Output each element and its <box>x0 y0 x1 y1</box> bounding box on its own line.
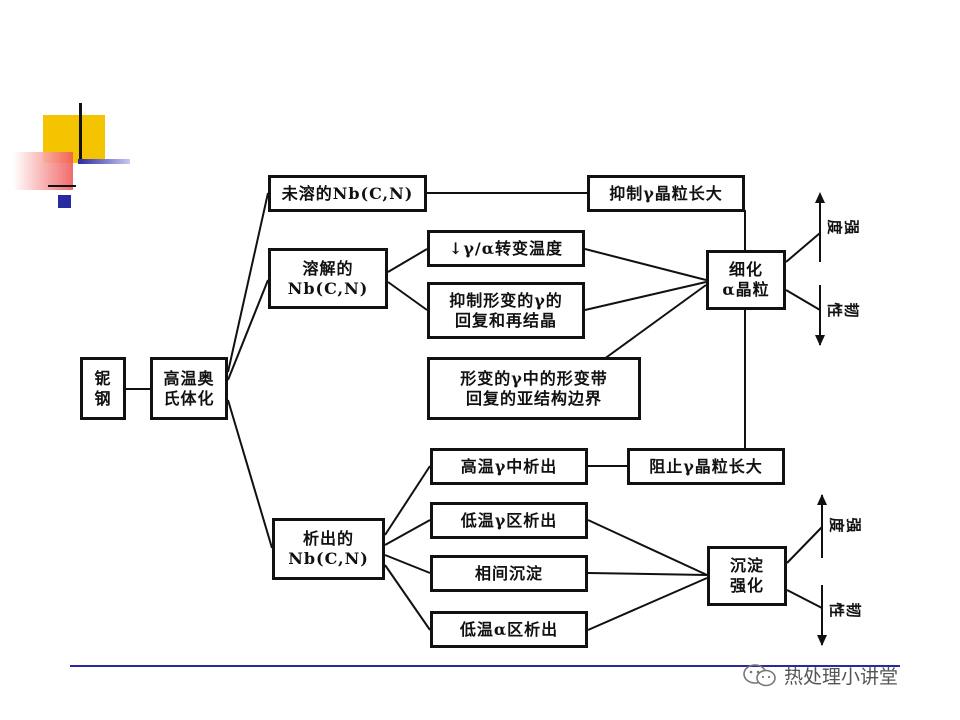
node-precip-strengthening: 沉淀 强化 <box>707 546 787 606</box>
edge-austenitize-dissolved <box>227 279 269 381</box>
node-dissolved: 溶解的 Nb(C,N) <box>268 248 388 309</box>
deco-vertical-line <box>79 103 82 161</box>
label-strength-top: 强度 <box>825 217 860 236</box>
edge-low-temp-strengthen <box>587 519 708 576</box>
arrow-toughness-bottom <box>817 635 827 646</box>
arrow-strength-bottom <box>817 494 827 505</box>
edge-precip-low-alpha <box>384 564 431 631</box>
node-interphase-precip: 相间沉淀 <box>430 555 588 592</box>
node-low-alpha-precip: 低温α区析出 <box>430 611 588 648</box>
edge-refine-strength-top <box>785 232 821 263</box>
edge-austenitize-undissolved <box>227 192 269 373</box>
arrow-toughness-top <box>815 335 825 346</box>
node-inhibit-recovery: 抑制形变的γ的 回复和再结晶 <box>427 282 585 339</box>
edge-interphase-strengthen <box>587 572 708 576</box>
edge-dissolved-inhibit-recovery <box>387 281 428 311</box>
edge-precip-high-temp <box>384 465 431 536</box>
node-inhibit-grain-growth-top: 抑制γ晶粒长大 <box>587 175 745 212</box>
label-toughness-top: 韧性 <box>825 300 860 319</box>
node-high-temp-precip: 高温γ中析出 <box>430 448 588 485</box>
label-toughness-bottom: 韧性 <box>827 600 862 619</box>
edge-lower-temp-refine <box>584 248 707 281</box>
edge-refine-toughness-top <box>785 289 821 311</box>
node-substructure-boundary: 形变的γ中的形变带 回复的亚结构边界 <box>427 357 641 420</box>
node-lower-transform-temp: ↓γ/α转变温度 <box>427 230 585 267</box>
watermark-text: 热处理小讲堂 <box>784 666 899 688</box>
edge-dissolved-lower-temp <box>387 248 428 273</box>
node-niobium-steel: 铌 钢 <box>80 357 126 420</box>
edge-strengthen-strength-bottom <box>786 526 823 564</box>
edge-precip-low-temp <box>384 519 431 546</box>
wechat-icon <box>743 663 776 686</box>
node-prevent-grain-growth: 阻止γ晶粒长大 <box>627 448 785 485</box>
edge-substructure-refine <box>599 284 707 363</box>
node-undissolved: 未溶的Nb(C,N) <box>268 175 427 212</box>
deco-blue-bar <box>78 159 130 164</box>
node-low-temp-precip: 低温γ区析出 <box>430 502 588 539</box>
deco-blue-square <box>58 195 71 208</box>
watermark: 热处理小讲堂 <box>742 662 898 689</box>
edge-inhibit-recovery-refine <box>584 281 707 311</box>
deco-red-square <box>13 152 73 190</box>
arrow-strength-top <box>815 192 825 203</box>
node-refine-grain: 细化 α晶粒 <box>706 250 786 310</box>
label-strength-bottom: 强度 <box>827 515 862 534</box>
edge-low-alpha-strengthen <box>587 577 708 631</box>
footer-divider <box>70 665 900 667</box>
edge-precip-interphase <box>384 554 431 574</box>
deco-horizontal-line <box>48 185 76 187</box>
edge-strengthen-toughness-bottom <box>786 589 823 609</box>
node-precipitated: 析出的 Nb(C,N) <box>272 518 385 580</box>
edge-austenitize-precipitated <box>227 399 273 549</box>
node-high-temp-austenitize: 高温奥 氏体化 <box>150 357 228 420</box>
